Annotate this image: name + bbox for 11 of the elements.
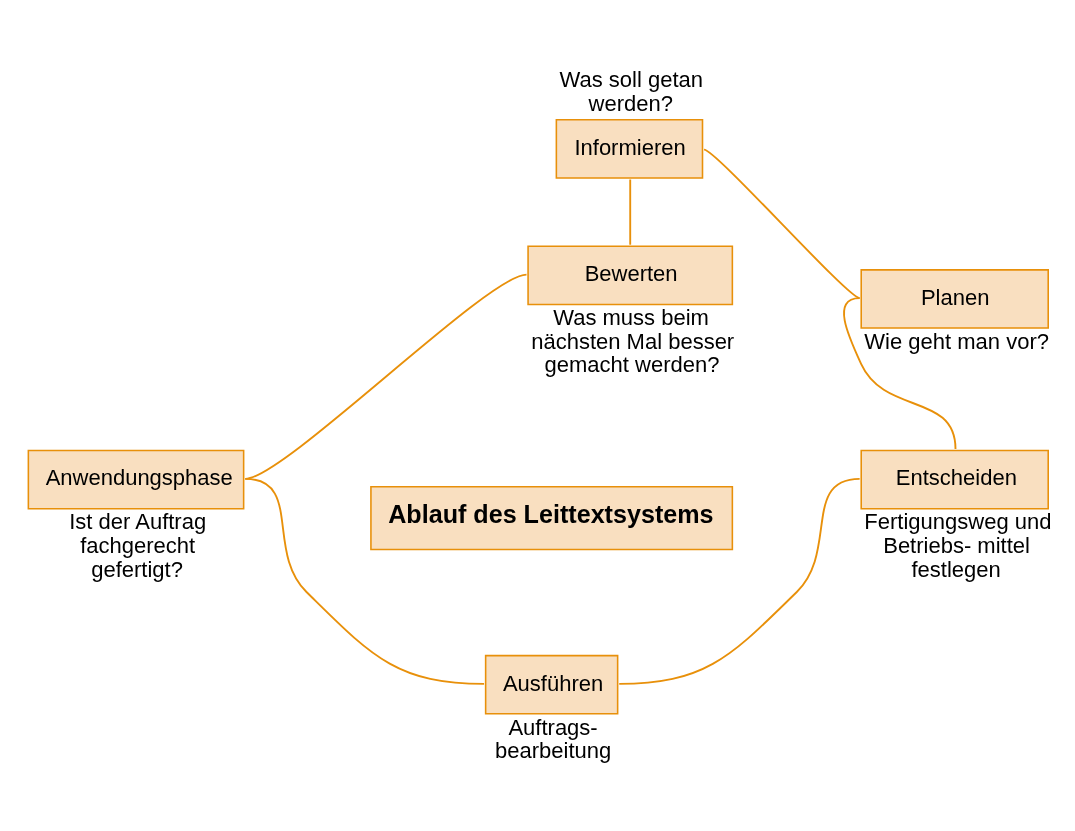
connector — [703, 148, 861, 299]
connector — [629, 178, 632, 246]
connector — [244, 273, 528, 480]
node-label: Auftrags- bearbeitung — [495, 714, 612, 763]
node-label: Fertigungsweg und Betriebs- mittel festlegen — [864, 508, 1052, 582]
connector — [618, 477, 861, 685]
node-label: Ist der Auftrag fachgerecht gefertigt? — [69, 508, 207, 582]
connector — [843, 296, 957, 450]
node-label: Was soll getan werden? — [559, 66, 703, 116]
node-label: Was muss beim nächsten Mal besser gemacht werden? — [531, 304, 735, 377]
node-label: Wie geht man vor? — [864, 328, 1049, 354]
